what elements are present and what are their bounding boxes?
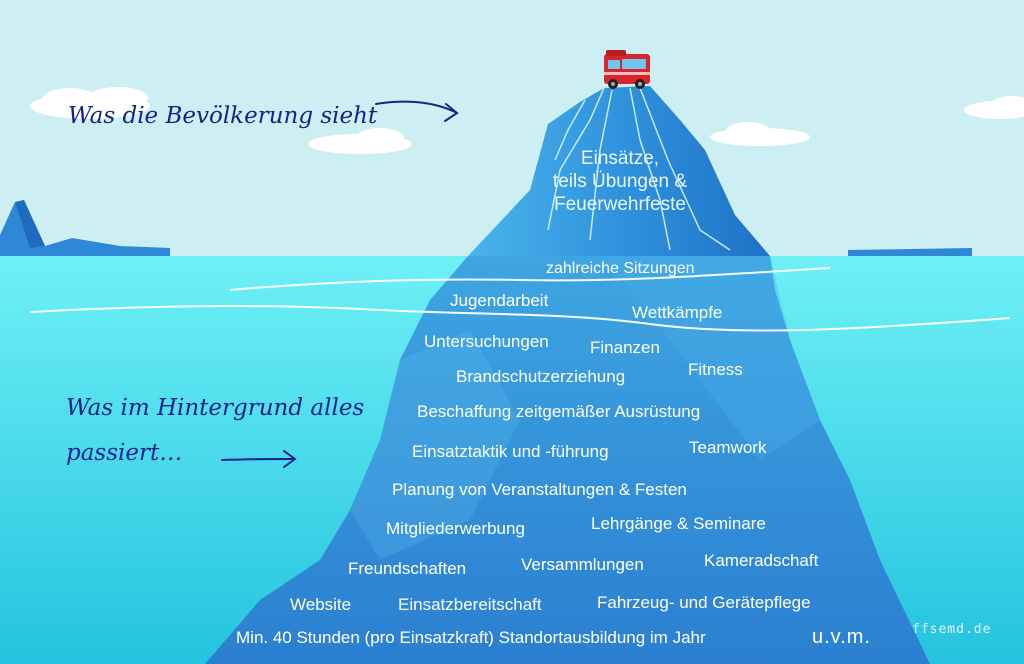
label-untersuchungen: Untersuchungen (424, 332, 549, 351)
label-kameradschaft: Kameradschaft (704, 551, 819, 570)
label-wettkaempfe: Wettkämpfe (632, 303, 723, 322)
label-planung: Planung von Veranstaltungen & Festen (392, 480, 687, 499)
label-einsatzbereitschaft: Einsatzbereitschaft (398, 595, 542, 614)
wave-lines (29, 267, 1011, 332)
tip-line-2: teils Übungen & (552, 171, 688, 192)
clouds (30, 87, 1024, 154)
distant-iceberg-right (848, 248, 972, 256)
label-fahrzeugpflege: Fahrzeug- und Gerätepflege (597, 593, 811, 612)
iceberg-underwater (205, 256, 930, 664)
label-teamwork: Teamwork (689, 438, 767, 457)
watermark: ffsemd.de (912, 622, 992, 637)
label-lehrgaenge: Lehrgänge & Seminare (591, 514, 766, 533)
fire-truck-icon (604, 50, 650, 89)
iceberg-underwater-facet-2 (350, 330, 520, 560)
label-fitness: Fitness (688, 360, 743, 379)
label-beschaffung: Beschaffung zeitgemäßer Ausrüstung (417, 402, 701, 421)
note-background-line1: Was im Hintergrund alles (66, 395, 365, 421)
label-sitzungen: zahlreiche Sitzungen (546, 260, 695, 277)
label-mitgliederwerbung: Mitgliederwerbung (386, 519, 525, 538)
distant-iceberg-left (0, 200, 170, 256)
label-finanzen: Finanzen (590, 338, 660, 357)
arrows (221, 100, 459, 468)
note-background-line2: passiert… (66, 440, 183, 466)
tip-label: Einsätze, teils Übungen & Feuerwehrfeste (520, 147, 720, 216)
label-jugendarbeit: Jugendarbeit (450, 291, 549, 310)
iceberg-tip (468, 86, 770, 256)
note-what-public-sees: Was die Bevölkerung sieht (68, 103, 378, 129)
label-website: Website (290, 595, 352, 614)
label-versammlungen: Versammlungen (521, 555, 644, 574)
label-uvm: u.v.m. (812, 626, 871, 648)
label-einsatztaktik: Einsatztaktik und -führung (412, 442, 609, 461)
label-brandschutzerziehung: Brandschutzerziehung (456, 367, 626, 386)
label-freundschaften: Freundschaften (348, 559, 467, 578)
tip-line-1: Einsätze, (580, 148, 660, 169)
label-ausbildung: Min. 40 Stunden (pro Einsatzkraft) Stand… (236, 628, 706, 647)
tip-line-3: Feuerwehrfeste (553, 194, 686, 215)
iceberg-underwater-facet (600, 256, 820, 460)
iceberg-tip-cracks (547, 87, 731, 251)
